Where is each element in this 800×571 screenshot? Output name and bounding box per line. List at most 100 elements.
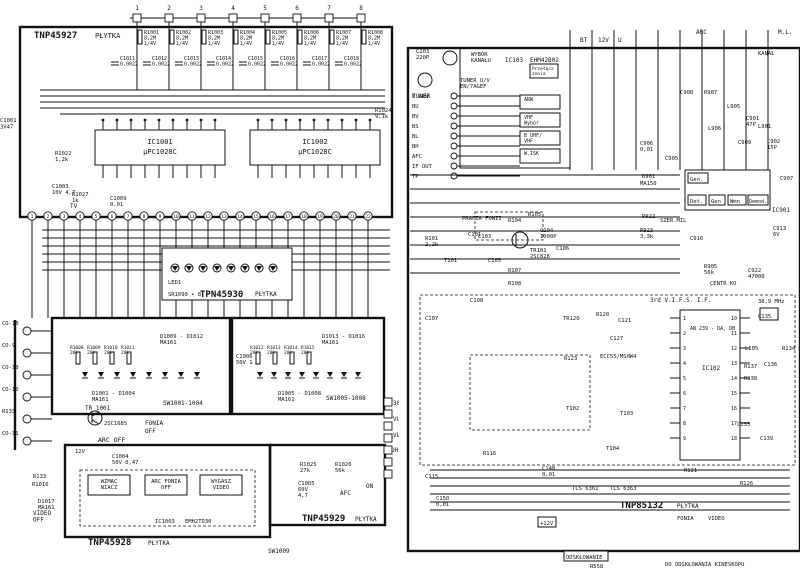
r116-label: R116 xyxy=(483,451,496,457)
led-element xyxy=(226,263,236,273)
board-connector-pin-num: 15 xyxy=(253,214,259,220)
v12-tuner-label: 12V xyxy=(598,37,609,44)
ic1002-name: IC1002 xyxy=(302,138,327,146)
r107-label: R107 xyxy=(508,268,521,274)
ic102-part: AN 239 - DA, DB xyxy=(690,326,735,332)
tr1001-label: TR 1001 xyxy=(85,405,111,412)
ic1001-name: IC1001 xyxy=(147,138,172,146)
ic102-pin-num: 6 xyxy=(683,391,686,397)
junction-dot xyxy=(326,118,330,122)
junction-dot xyxy=(284,118,288,122)
tuner-pin xyxy=(450,162,458,170)
wmn-label: Wmn xyxy=(730,199,740,205)
transistor-tr101 xyxy=(511,231,529,249)
l906-label: L906 xyxy=(708,126,721,132)
tuner-pin-label: U ARW xyxy=(412,94,429,100)
demod-block xyxy=(747,194,769,206)
switch-resistor xyxy=(255,351,261,365)
gen-block xyxy=(687,172,709,184)
tuner-block-label: ARW xyxy=(524,97,534,103)
diode xyxy=(257,372,263,377)
board-connector-pin-num: 2 xyxy=(47,214,50,220)
ic102-pin-num: 8 xyxy=(683,421,686,427)
board-connector-pin-num: 22 xyxy=(365,214,371,220)
tuner-pin-label: IF OUT xyxy=(412,164,433,170)
board-connector-pin-num: 4 xyxy=(79,214,82,220)
switch-resistor xyxy=(289,351,295,365)
r105-label: R105 xyxy=(528,212,541,218)
tuner-pin xyxy=(450,132,458,140)
diode xyxy=(146,372,152,377)
r121-label: R121 xyxy=(684,468,697,474)
off-label: OFF xyxy=(145,428,156,435)
left-connector-pin xyxy=(22,370,32,380)
arc-fonia-block xyxy=(144,474,188,496)
left-connector-pin xyxy=(22,436,32,446)
led-diode xyxy=(270,266,276,271)
gen2-block xyxy=(708,194,726,206)
diode xyxy=(194,372,200,377)
r104-label: R104 xyxy=(508,218,522,224)
board-connector-pin-num: 13 xyxy=(221,214,227,220)
led-element xyxy=(198,263,208,273)
junction-dot xyxy=(171,118,175,122)
board-tnp85132-plytka: PŁYTKA xyxy=(677,503,699,510)
gen2-label: Gen xyxy=(711,199,721,205)
junction-dot xyxy=(143,118,147,122)
board-tnp45928-plytka: PŁYTKA xyxy=(148,540,170,547)
junction-dot xyxy=(354,118,358,122)
led-label: LED1 xyxy=(168,280,181,286)
diode xyxy=(341,372,347,377)
top-pin-1 xyxy=(132,13,142,23)
tuner-pin-label: BV xyxy=(412,114,419,120)
bt-label: BT xyxy=(580,37,588,44)
ic1002-part: µPC1028C xyxy=(298,148,332,156)
junction-dot xyxy=(101,118,105,122)
tuner-pin-label: TP xyxy=(412,174,419,180)
left-connector-pin xyxy=(22,348,32,358)
video-out-label: VIDEO xyxy=(708,516,725,522)
tuner-pin-label: BH xyxy=(412,144,419,150)
diode xyxy=(130,372,136,377)
board-tnp45928-label: TNP45928 xyxy=(88,538,131,548)
right-connector-pin xyxy=(383,445,393,455)
det-block xyxy=(687,194,707,206)
vif-label: 3rd V.I.F.S. I.F. xyxy=(650,297,711,304)
diode xyxy=(271,372,277,377)
switch-board-left xyxy=(50,316,232,416)
r134-label: R134 xyxy=(782,346,796,352)
junction-dot xyxy=(185,118,189,122)
v12-label: 12V xyxy=(75,449,86,455)
board-tnp45929-plytka: PŁYTKA xyxy=(355,516,377,523)
top-pin-label-7: 7 xyxy=(327,5,331,12)
led-board: LED1 SR1090 • 8 TPN45930 PŁYTKA xyxy=(161,247,293,301)
top-resistor xyxy=(233,29,239,45)
tls1-label: TLS 6361 xyxy=(572,486,599,492)
odsk-label: ODSKŁOWANIE xyxy=(566,555,602,561)
tuner-block-label: B UHF/VHF xyxy=(524,133,542,145)
board-tnp85132-outline xyxy=(406,46,800,553)
top-resistor xyxy=(169,29,175,45)
plus12v-box xyxy=(537,516,557,528)
tuner-label: TUNER xyxy=(412,93,430,100)
diode xyxy=(82,372,88,377)
tuner-block-1 xyxy=(519,112,561,128)
ic1003-part: EMH2TD30 xyxy=(185,519,212,525)
diode xyxy=(313,372,319,377)
junction-dot xyxy=(199,118,203,122)
